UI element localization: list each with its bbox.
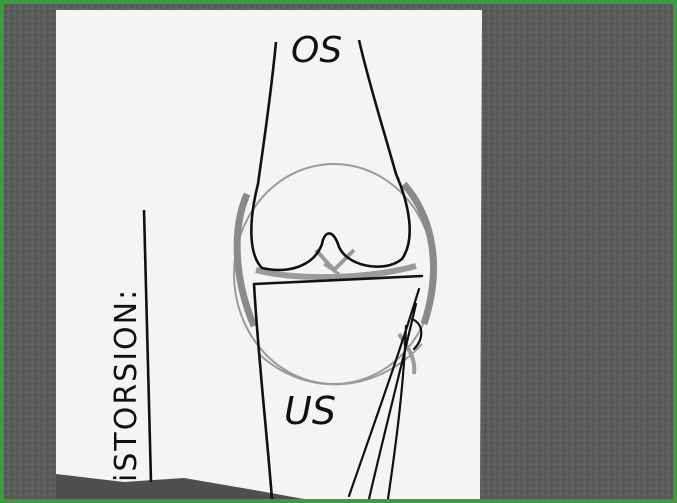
upper-label-text: OS [291, 30, 342, 71]
lower-label-text: US [284, 389, 336, 433]
vertical-label-text: iSTORSION: [109, 288, 144, 482]
knee-sketch-photo: OS US iSTORSION: [4, 4, 673, 499]
